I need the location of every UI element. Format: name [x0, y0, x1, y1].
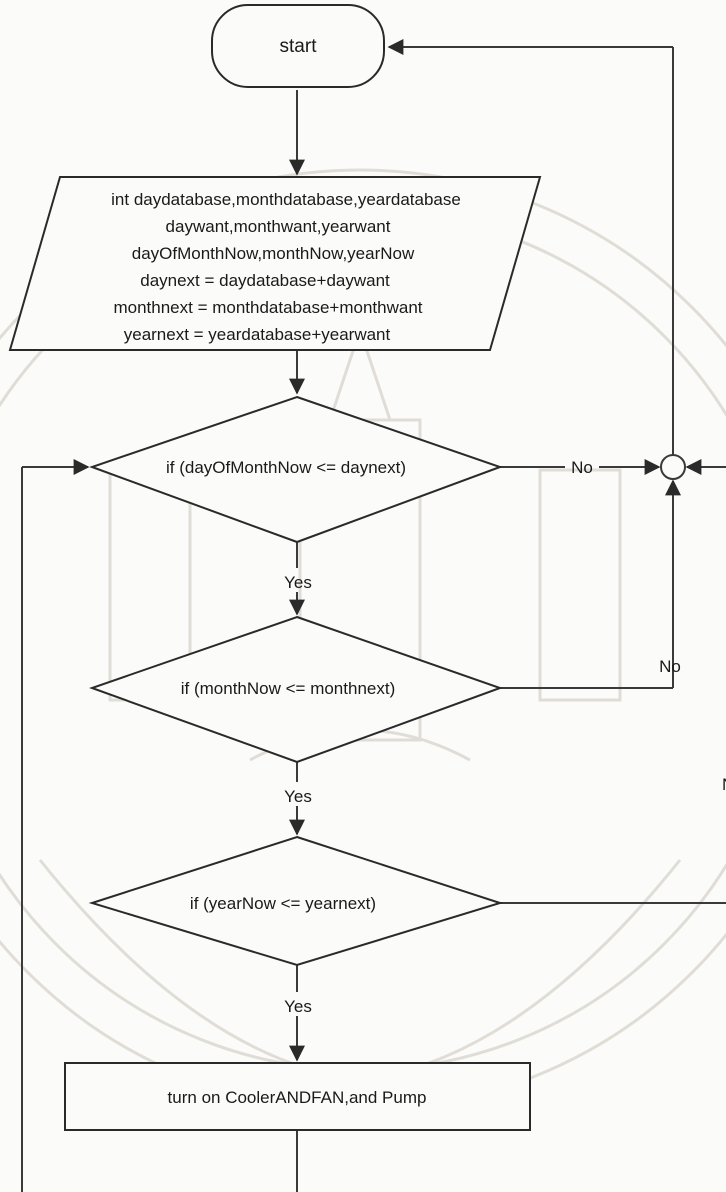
declaration-line-4: daynext = daydatabase+daywant: [140, 271, 390, 290]
decision-year: [88, 835, 504, 967]
decision-day-label: if (dayOfMonthNow <= daynext): [166, 458, 406, 477]
declaration-line-3: dayOfMonthNow,monthNow,yearNow: [132, 244, 415, 263]
decision-day: [89, 395, 503, 544]
declaration-line-2: daywant,monthwant,yearwant: [166, 217, 391, 236]
start-terminal: [211, 4, 385, 88]
no-label-day: No: [571, 458, 593, 477]
junction-node: [660, 454, 686, 480]
decision-month: [89, 615, 503, 764]
declaration-line-6: yearnext = yeardatabase+yearwant: [124, 325, 391, 344]
yes-label-day: Yes: [284, 573, 312, 592]
no-label-year-partial: N: [722, 775, 726, 794]
declaration-text: int daydatabase,monthdatabase,yeardataba…: [111, 190, 461, 344]
decision-year-label: if (yearNow <= yearnext): [190, 894, 376, 913]
input-parallelogram: [8, 176, 542, 351]
decision-month-label: if (monthNow <= monthnext): [181, 679, 395, 698]
declaration-line-5: monthnext = monthdatabase+monthwant: [113, 298, 422, 317]
action-process: [64, 1062, 531, 1131]
declaration-line-1: int daydatabase,monthdatabase,yeardataba…: [111, 190, 461, 209]
start-label: start: [280, 36, 318, 57]
no-label-month: No: [659, 657, 681, 676]
yes-label-year: Yes: [284, 997, 312, 1016]
yes-label-month: Yes: [284, 787, 312, 806]
action-label: turn on CoolerANDFAN,and Pump: [168, 1088, 427, 1107]
